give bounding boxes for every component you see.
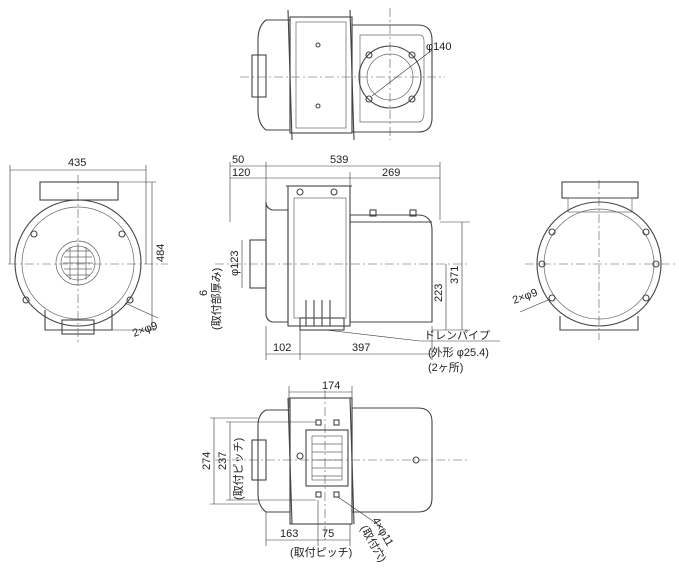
drain-pipe-count: (2ヶ所): [428, 361, 463, 374]
dim-102: 102: [273, 342, 291, 354]
bottom-view: 174 274 237 (取付ピッチ) 163 75 (取付ピッチ): [201, 380, 470, 564]
dim-front-holes: 2×φ9: [131, 320, 159, 340]
dim-237: 237: [217, 452, 229, 470]
dim-50: 50: [232, 154, 244, 166]
dim-223: 223: [433, 284, 445, 302]
drain-pipe-od: (外形 φ25.4): [428, 346, 489, 359]
dim-539: 539: [330, 154, 348, 166]
dim-397: 397: [352, 342, 370, 354]
dim-front-height: 484: [155, 244, 167, 262]
dim-75: 75: [322, 528, 334, 540]
drain-pipe-label: ドレンパイプ: [424, 329, 490, 342]
dim-274: 274: [201, 452, 213, 470]
rear-view: 2×φ9: [511, 180, 675, 340]
top-view: φ140: [240, 8, 452, 141]
dim-duct-diameter: φ140: [426, 41, 452, 53]
dim-120: 120: [232, 167, 250, 179]
dim-371: 371: [449, 266, 461, 284]
dim-inlet-diameter: φ123: [229, 251, 241, 277]
side-view: 50 539 120 269 φ123 223 371 6 (取付部厚み): [198, 154, 500, 374]
dim-6: 6: [198, 290, 210, 296]
dim-rear-holes: 2×φ9: [511, 287, 539, 307]
dim-163: 163: [280, 528, 298, 540]
front-view: 435 484 2×φ9: [8, 157, 168, 345]
dim-269: 269: [382, 167, 400, 179]
dim-pitch-horizontal: (取付ピッチ): [290, 546, 352, 559]
dim-pitch-vertical: (取付ピッチ): [232, 438, 245, 500]
dim-front-width: 435: [68, 157, 86, 169]
dim-174: 174: [322, 380, 340, 392]
dim-thickness-note: (取付部厚み): [209, 268, 223, 330]
